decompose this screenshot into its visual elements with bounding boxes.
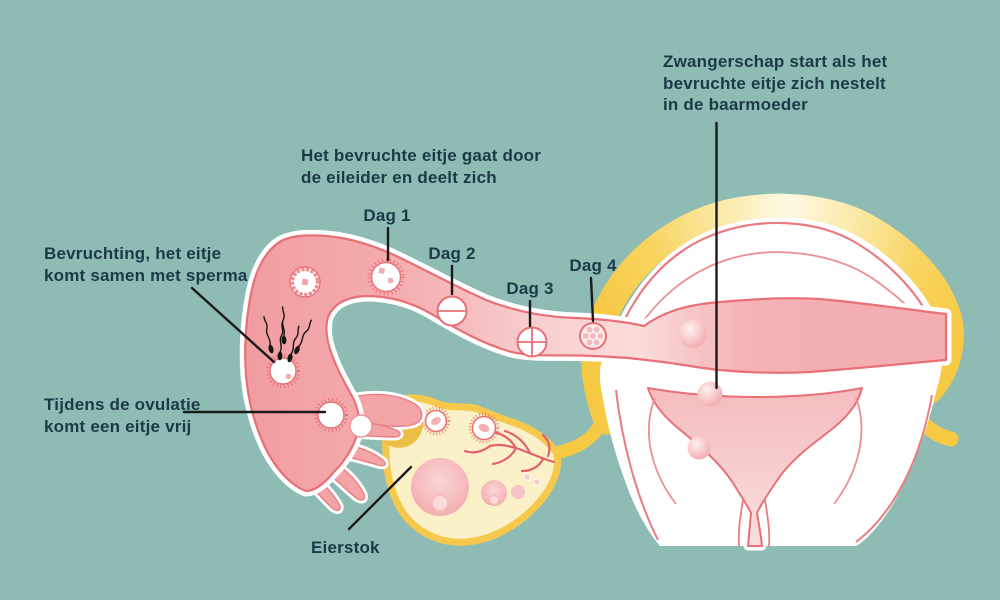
cervical-line-right (764, 499, 771, 547)
label-day-4: Dag 4 (569, 256, 617, 275)
egg-day-1 (367, 258, 405, 296)
leader-fertilization (190, 286, 276, 364)
label-pregnancy-line2: bevruchte eitje zich nestelt (663, 73, 886, 93)
blastocyst-1 (679, 320, 707, 348)
label-day-1: Dag 1 (363, 206, 411, 225)
ovary-follicle-b (468, 412, 500, 444)
egg-day-4-morula (579, 322, 607, 350)
label-day-3: Dag 3 (506, 279, 554, 298)
egg-fertilization (266, 354, 300, 388)
egg-day-2-two-cell (436, 295, 468, 327)
egg-day-3-four-cell (516, 326, 548, 358)
label-ovulation-line1: Tijdens de ovulatie (44, 395, 201, 414)
cavity-fold-line-right (833, 397, 863, 505)
egg-released (349, 414, 373, 438)
myometrium-arc-inner (625, 251, 931, 353)
label-fertilization: Bevruchting, het eitje komt samen met sp… (44, 243, 248, 286)
label-ovulation-line2: komt een eitje vrij (44, 416, 192, 436)
blastocyst-trail (679, 320, 723, 460)
label-ovulation: Tijdens de ovulatie komt een eitje vrij (44, 394, 201, 437)
label-journey-line1: Het bevruchte eitje gaat door (301, 146, 542, 165)
myometrium-arc-outer (614, 221, 936, 341)
label-journey-line2: de eileider en deelt zich (301, 167, 497, 187)
label-ovary-text: Eierstok (311, 538, 380, 557)
label-day-2: Dag 2 (428, 244, 476, 263)
cavity-fold-line-left (648, 397, 677, 505)
blastocyst-2-implanting (697, 381, 723, 407)
label-pregnancy-line1: Zwangerschap start als het (663, 52, 888, 71)
ovary-vessels (463, 429, 556, 473)
ovary-medium-follicle (481, 480, 507, 506)
ovary-illustration (372, 394, 561, 546)
leader-ovary (347, 465, 413, 531)
ovary-follicle-a (421, 406, 451, 436)
ovary-large-follicle (411, 458, 469, 516)
egg-in-ampulla-curl (289, 266, 321, 298)
uterus-wall-line-left (615, 389, 659, 541)
uterus-wall-line-right (855, 394, 933, 543)
uterine-cavity (643, 383, 867, 551)
label-pregnancy-line3: in de baarmoeder (663, 95, 808, 114)
label-fertilization-line2: komt samen met sperma (44, 265, 248, 285)
label-journey: Het bevruchte eitje gaat door de eileide… (301, 145, 541, 188)
leader-day-4 (589, 276, 595, 323)
ovary-small-follicle (511, 485, 525, 499)
label-fertilization-line1: Bevruchting, het eitje (44, 244, 222, 263)
egg-ovulation (314, 398, 348, 432)
ovary-follicle-remnant-1 (523, 473, 531, 481)
leader-lines (182, 121, 718, 531)
blastocyst-3 (687, 436, 711, 460)
cervical-line-left (737, 499, 744, 547)
label-ovary: Eierstok (311, 537, 380, 559)
ovary-follicle-remnant-2 (533, 478, 541, 486)
ovarian-ligament (553, 408, 611, 459)
label-pregnancy: Zwangerschap start als het bevruchte eit… (663, 51, 887, 116)
